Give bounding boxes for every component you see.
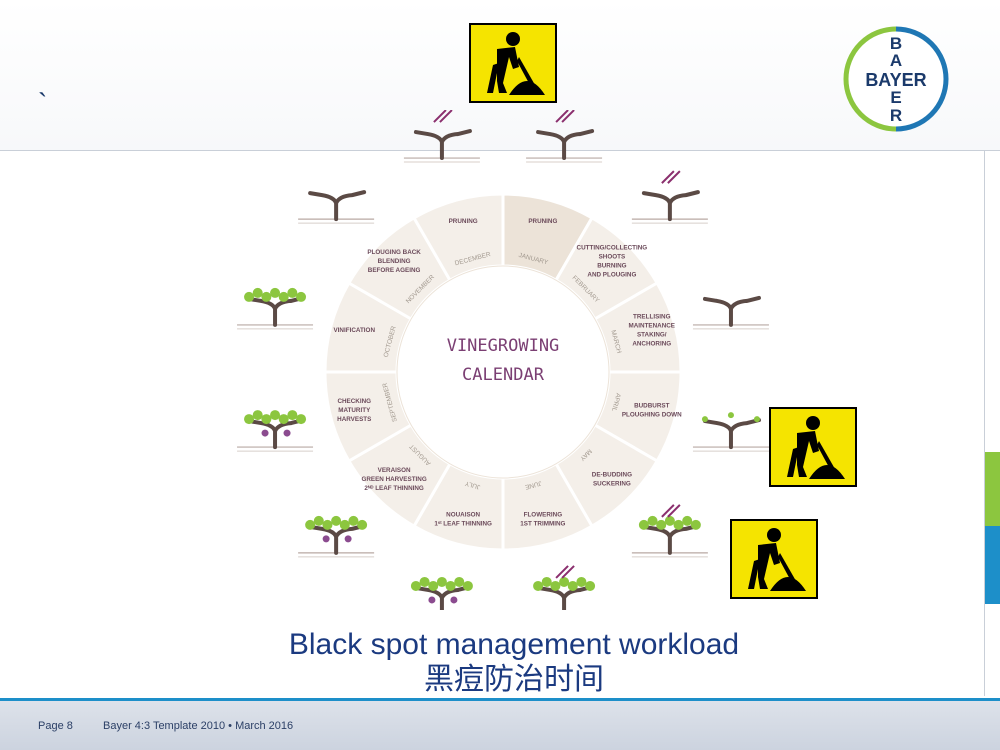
worker-sign-icon: [469, 23, 557, 103]
vine-illustrations: [237, 110, 769, 610]
vine-icon: [298, 190, 375, 224]
side-bar-green: [985, 452, 1000, 526]
task-label: PRUNING: [449, 218, 478, 225]
vine-icon: [298, 515, 375, 558]
side-bar-blue: [985, 526, 1000, 604]
vine-icon: [237, 287, 314, 330]
vine-icon: [631, 170, 708, 224]
title-mark: `: [38, 88, 48, 119]
vine-icon: [631, 504, 708, 558]
logo-letter-a: A: [890, 51, 902, 70]
vine-icon: [692, 412, 769, 452]
calendar-title-line2: CALENDAR: [462, 365, 545, 385]
slide-caption: Black spot management workload 黑痘防治时间: [200, 628, 828, 698]
task-label: VINIFICATION: [333, 327, 375, 334]
task-label: PRUNING: [528, 218, 557, 225]
logo-letter-b: B: [890, 34, 902, 53]
caption-english: Black spot management workload: [288, 628, 740, 661]
month-label: JUNE: [523, 479, 542, 490]
month-label: APRIL: [610, 392, 622, 412]
footer-band: [0, 701, 1000, 750]
calendar-title-line1: VINEGROWING: [447, 336, 560, 356]
footer-page-number: Page 8: [38, 720, 73, 732]
vine-icon: [237, 410, 314, 452]
vinegrowing-calendar: VINEGROWING CALENDAR JANUARYFEBRUARYMARC…: [237, 110, 769, 610]
footer-rule: [0, 698, 1000, 701]
logo-letter-r: R: [890, 106, 902, 125]
vine-icon: [403, 110, 480, 163]
worker-sign-icon: [769, 407, 857, 487]
vine-icon: [533, 565, 596, 610]
calendar-center: [396, 265, 610, 479]
vine-icon: [410, 576, 473, 610]
logo-word: BAYER: [865, 70, 926, 90]
worker-sign-icon: [730, 519, 818, 599]
month-label: JULY: [464, 479, 481, 490]
vine-icon: [526, 110, 603, 163]
vine-icon: [692, 295, 769, 330]
logo-letter-e: E: [890, 88, 901, 107]
header-rule: [0, 150, 1000, 151]
footer-template-info: Bayer 4:3 Template 2010 • March 2016: [103, 720, 294, 732]
caption-chinese: 黑痘防治时间: [424, 663, 604, 696]
bayer-logo: B A BAYER E R: [843, 26, 949, 132]
